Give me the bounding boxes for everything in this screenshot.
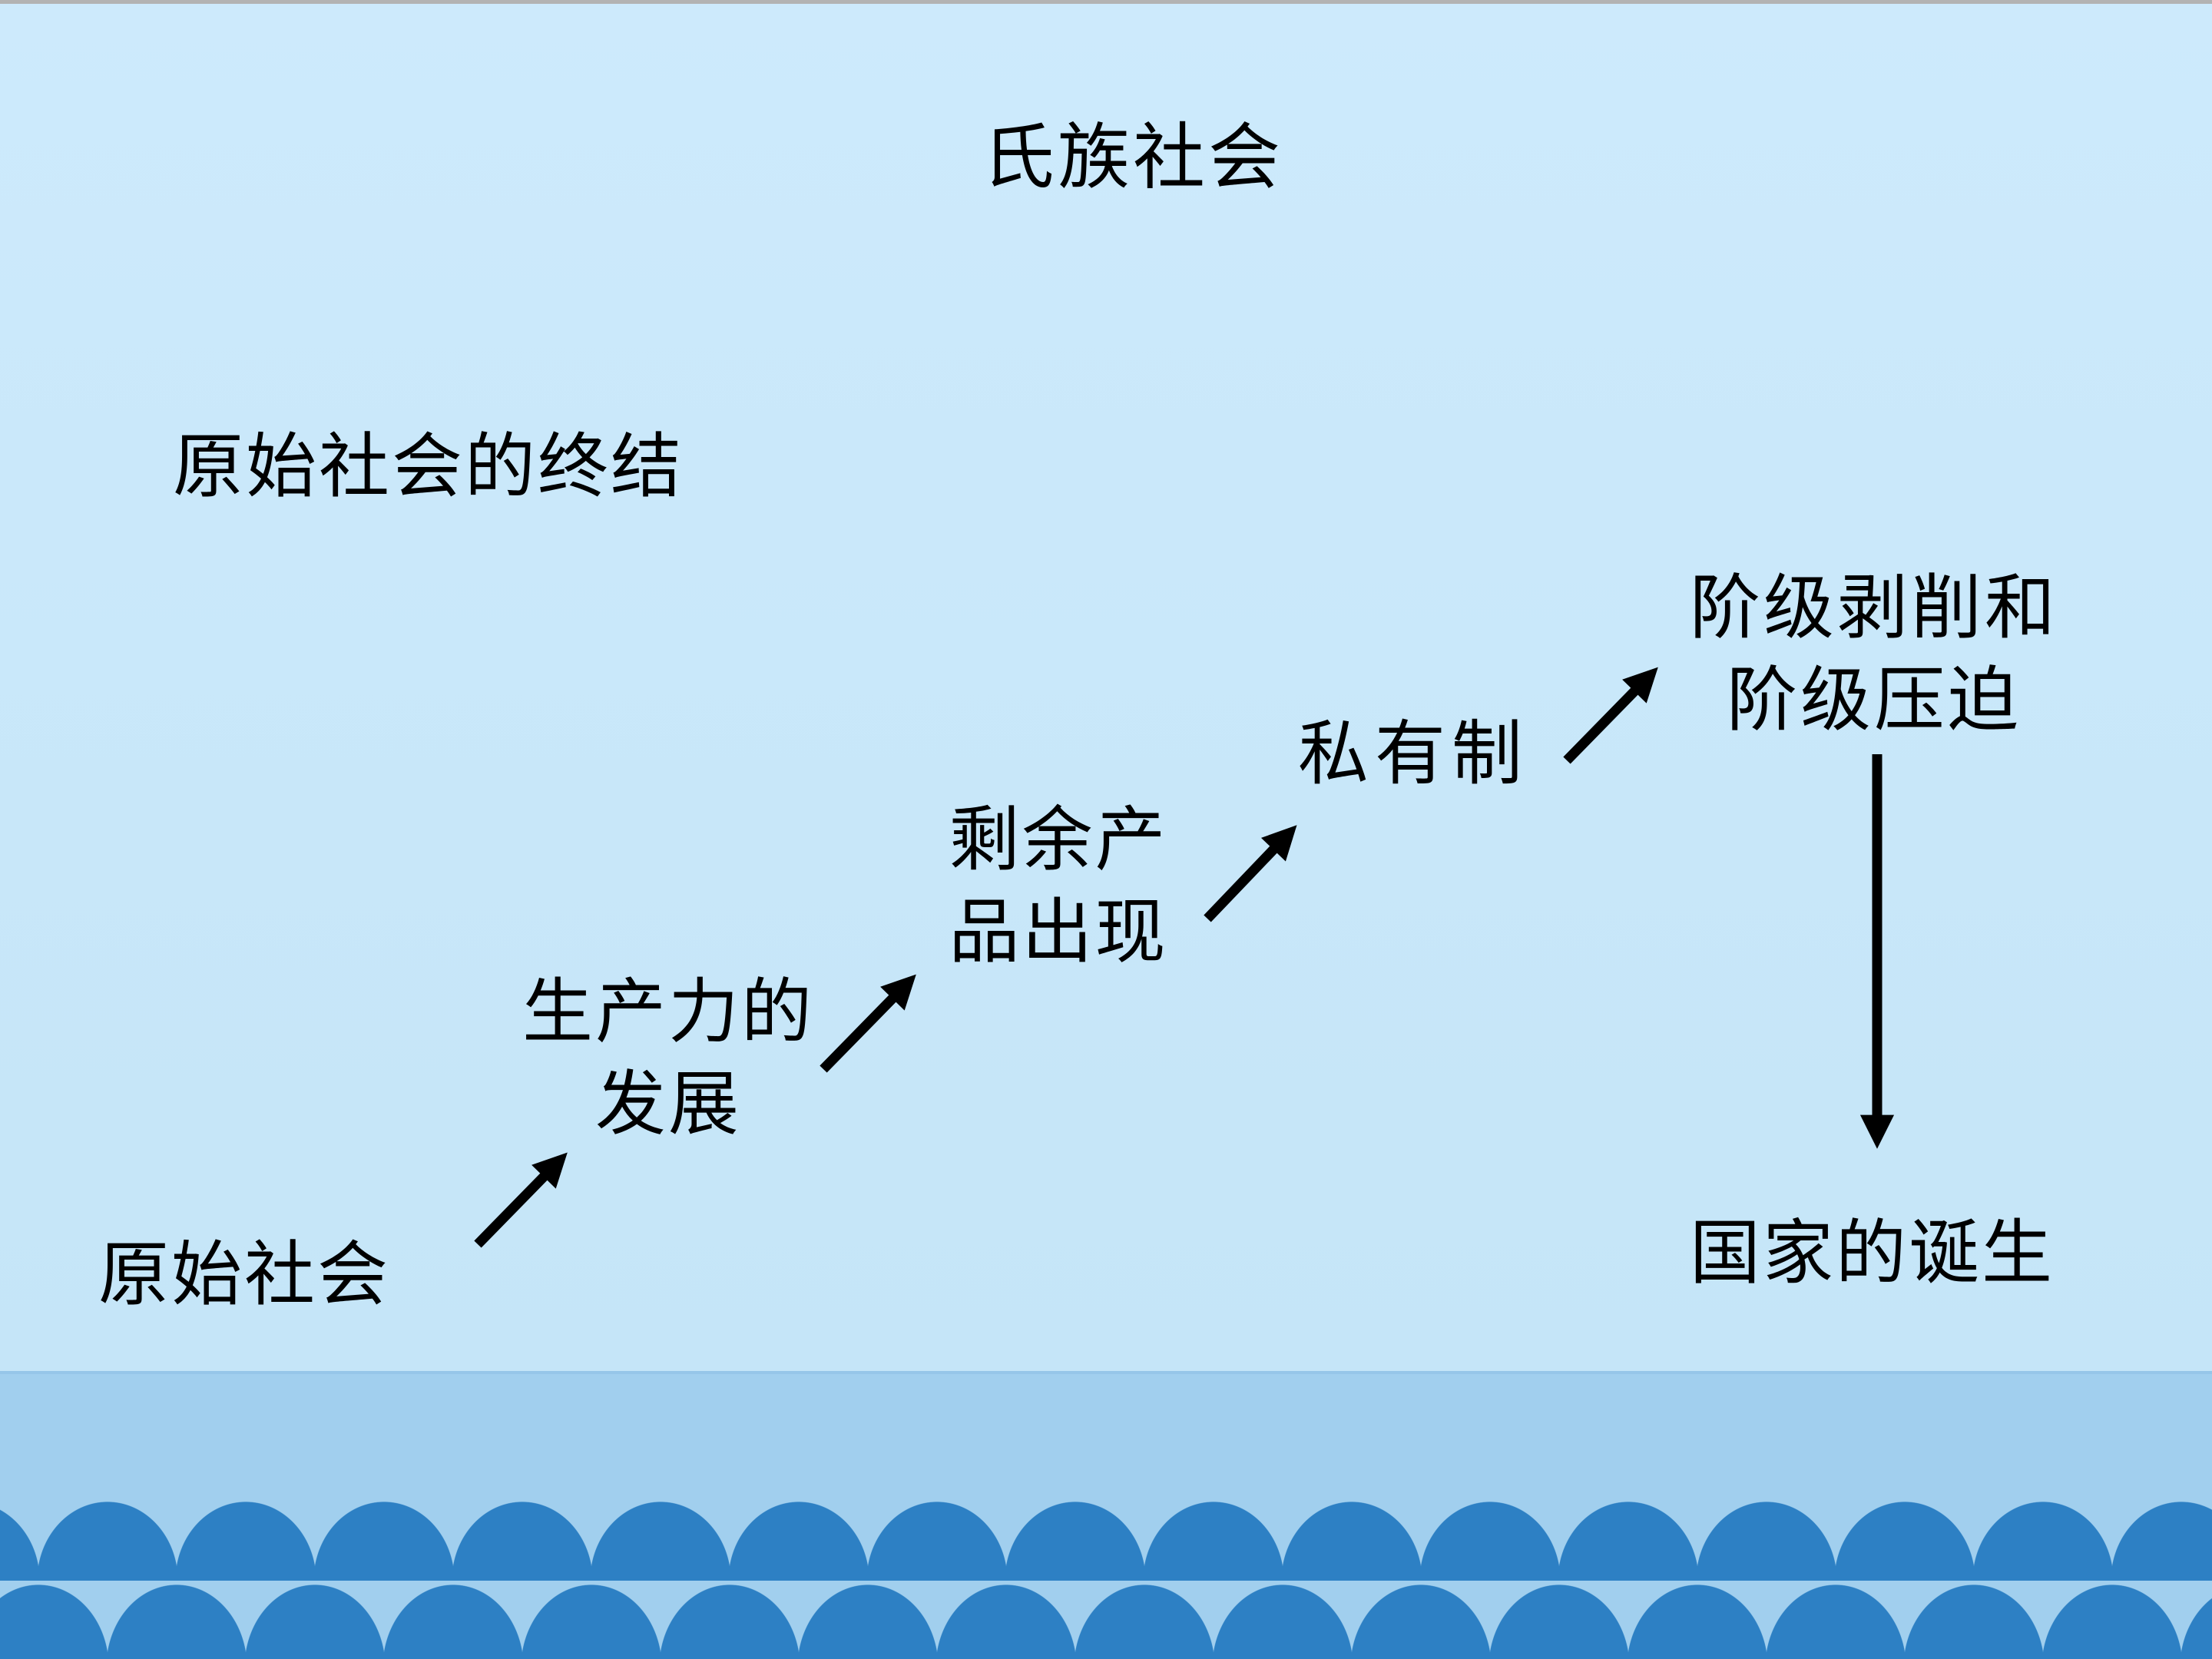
up-right-arrow-2: [820, 974, 916, 1073]
step-surplus-products-appear: 剩余产 品出现: [949, 794, 1167, 979]
step-birth-of-the-state: 国家的诞生: [1690, 1207, 2055, 1300]
up-right-arrow-4: [1563, 667, 1658, 764]
step-productivity-development: 生产力的 发展: [522, 966, 814, 1151]
step-label-line2: 发展: [594, 1063, 742, 1145]
step-label: 国家的诞生: [1690, 1212, 2055, 1294]
step-label-line1: 剩余产: [949, 799, 1168, 881]
step-label-line1: 阶级剥削和: [1689, 567, 2059, 649]
step-private-ownership: 私有制: [1298, 708, 1528, 800]
up-right-arrow-1: [474, 1152, 568, 1248]
subtitle-end-of-primitive-society: 原始社会的终结: [173, 426, 684, 508]
step-class-exploitation-oppression: 阶级剥削和 阶级压迫: [1690, 562, 2058, 747]
footer-scallop-row-back: [0, 1502, 2212, 1581]
up-right-arrow-3: [1204, 825, 1297, 922]
step-label-line2: 阶级压迫: [1726, 659, 2022, 741]
step-label-line1: 生产力的: [522, 971, 815, 1053]
step-label-line2: 品出现: [949, 891, 1168, 973]
step-primitive-society: 原始社会: [98, 1229, 390, 1321]
slide-title: 氏族社会: [982, 116, 1284, 200]
step-label: 原始社会: [98, 1233, 391, 1316]
footer-scallop-row-front: [0, 1584, 2212, 1659]
step-label: 私有制: [1298, 713, 1529, 795]
window-top-border: [0, 0, 2212, 4]
